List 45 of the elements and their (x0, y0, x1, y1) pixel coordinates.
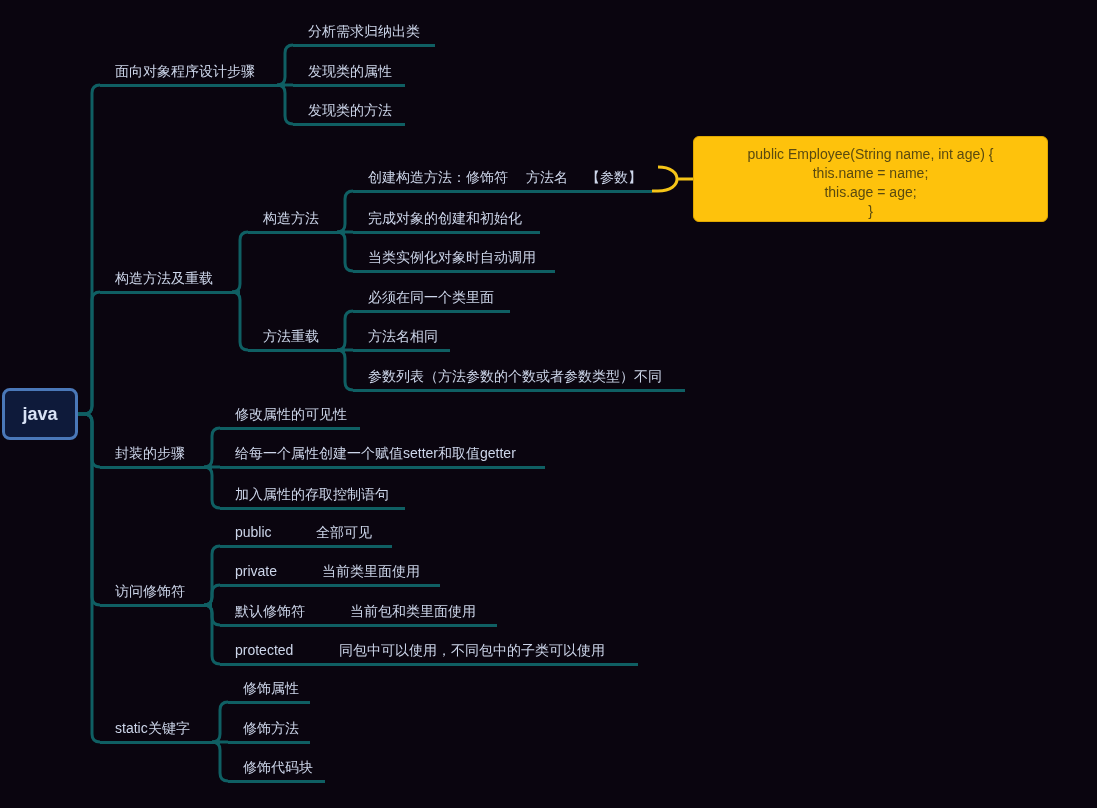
topic-label: 修饰代码块 (228, 755, 325, 783)
branch-line (220, 740, 228, 744)
topic-label: 访问修饰符 (100, 579, 212, 607)
topic-label: 面向对象程序设计步骤 (100, 59, 285, 87)
topic-label: 方法名相同 (353, 324, 450, 352)
topic-label: 加入属性的存取控制语句 (220, 482, 405, 510)
topic-label: 参数列表（方法参数的个数或者参数类型）不同 (353, 364, 685, 392)
code-line: } (867, 202, 874, 221)
code-note (693, 136, 1048, 222)
topic-label: 给每一个属性创建一个赋值setter和取值getter (220, 441, 545, 469)
topic-label: 完成对象的创建和初始化 (353, 206, 540, 234)
topic-label: 修饰属性 (228, 676, 310, 704)
topic-label: 方法重载 (248, 324, 345, 352)
code-line: this.age = age; (823, 183, 918, 202)
topic-label: 构造方法 (248, 206, 345, 234)
branch-line (275, 43, 294, 87)
branch-line (345, 230, 353, 234)
topic-label: 发现类的方法 (293, 98, 405, 126)
topic-label: static关键字 (100, 716, 220, 744)
branch-line (345, 348, 353, 352)
topic-label: 当类实例化对象时自动调用 (353, 245, 555, 273)
branch-line (202, 426, 221, 469)
root-box: java (2, 388, 78, 440)
topic-label: 创建构造方法：修饰符 方法名 【参数】 (353, 165, 652, 193)
topic-label: 修改属性的可见性 (220, 402, 360, 430)
branch-line (202, 583, 221, 607)
topic-label: 分析需求归纳出类 (293, 19, 435, 47)
branch-line (210, 700, 229, 744)
branch-line (212, 465, 220, 469)
branch-line (335, 309, 354, 352)
topic-label: public 全部可见 (220, 520, 392, 548)
topic-label: 必须在同一个类里面 (353, 285, 510, 313)
topic-label: 发现类的属性 (293, 59, 405, 87)
code-line: public Employee(String name, int age) { (746, 145, 995, 164)
topic-label: private 当前类里面使用 (220, 559, 440, 587)
topic-label: 封装的步骤 (100, 441, 212, 469)
topic-label: protected 同包中可以使用，不同包中的子类可以使用 (220, 638, 638, 666)
branch-line (285, 83, 293, 87)
code-line: this.name = name; (811, 164, 930, 183)
topic-label: 构造方法及重载 (100, 266, 240, 294)
bracket-connector (652, 165, 693, 193)
topic-label: 默认修饰符 当前包和类里面使用 (220, 599, 497, 627)
branch-line (230, 230, 249, 294)
topic-label: 修饰方法 (228, 716, 310, 744)
branch-line (335, 189, 354, 234)
